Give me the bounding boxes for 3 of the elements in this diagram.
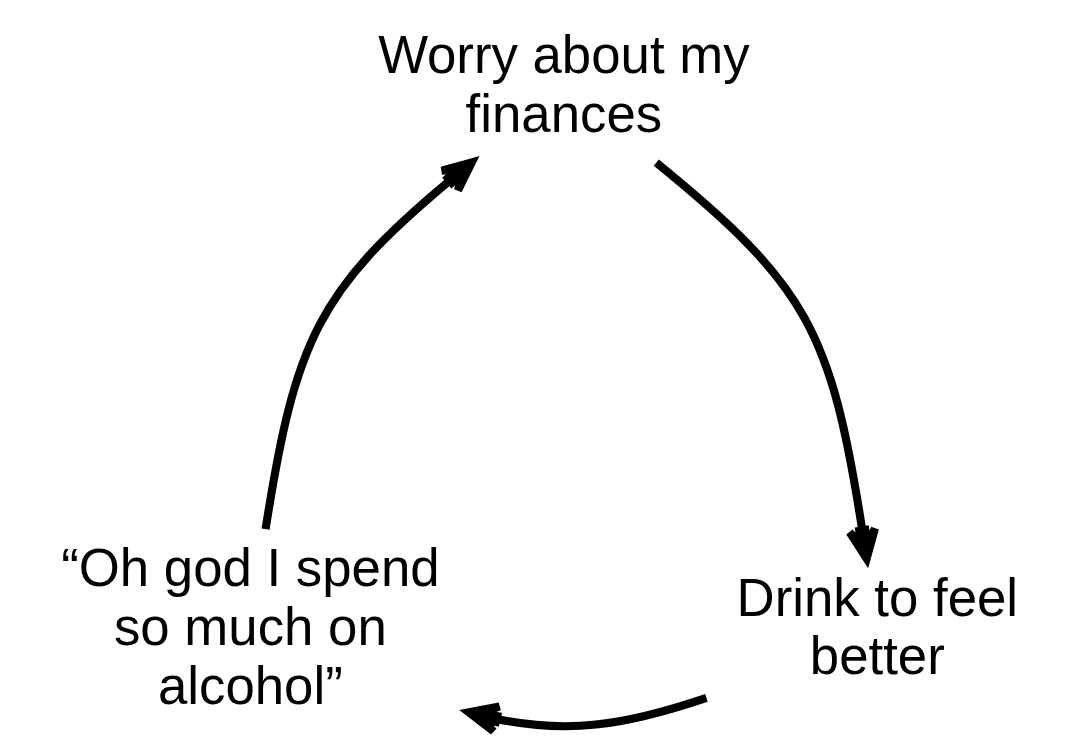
node-text: Drink to feel better — [736, 567, 1019, 686]
node-text: Worry about my finances — [378, 24, 750, 143]
node-text: “Oh god I spend so much on alcohol” — [61, 538, 440, 715]
